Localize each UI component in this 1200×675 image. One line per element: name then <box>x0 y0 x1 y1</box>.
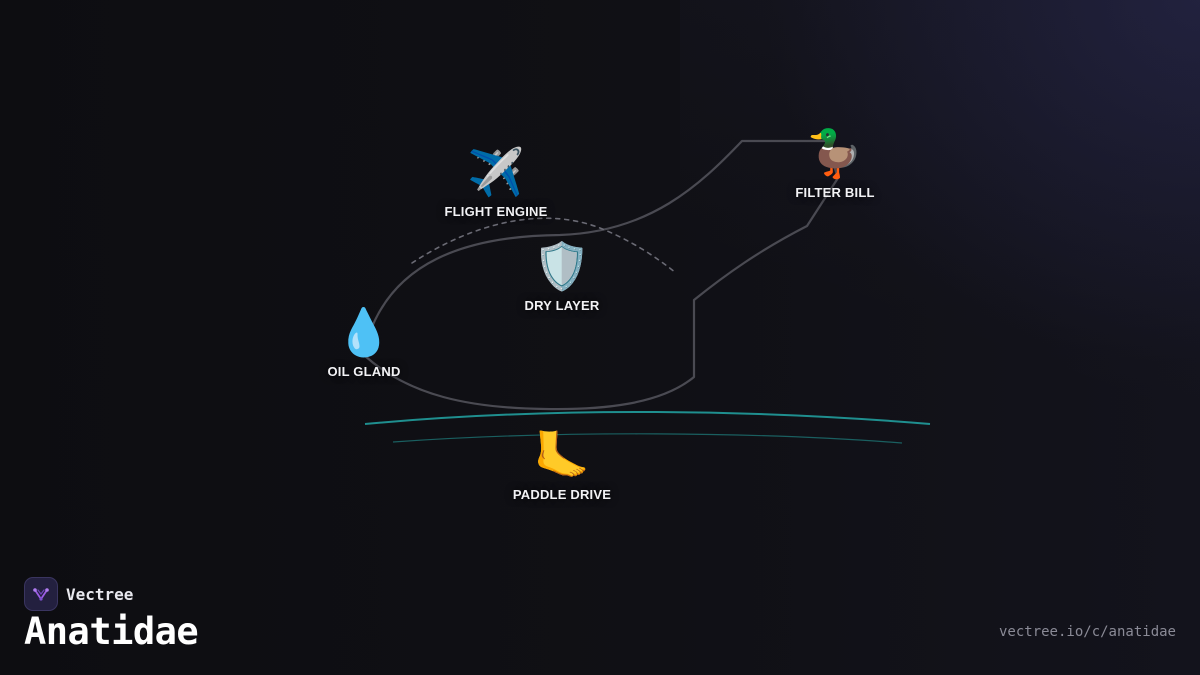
node-flight-engine[interactable]: ✈️ FLIGHT ENGINE <box>445 146 548 219</box>
water-surface-line <box>364 410 931 425</box>
node-label: PADDLE DRIVE <box>512 487 612 502</box>
node-paddle-drive[interactable]: 🦶 PADDLE DRIVE <box>513 429 611 502</box>
shield-icon: 🛡️ <box>533 239 591 293</box>
node-label: FILTER BILL <box>795 185 875 200</box>
node-label: DRY LAYER <box>524 298 600 313</box>
node-dry-layer[interactable]: 🛡️ DRY LAYER <box>524 240 599 313</box>
page-title: Anatidae <box>24 610 199 653</box>
brand[interactable]: Vectree <box>24 577 133 611</box>
node-filter-bill[interactable]: 🦆 FILTER BILL <box>795 127 874 200</box>
foot-icon: 🦶 <box>533 428 591 482</box>
body-outline-connector <box>363 139 840 411</box>
droplet-icon: 💧 <box>335 305 393 359</box>
water-surface-line-faint <box>392 433 903 444</box>
duck-icon: 🦆 <box>806 126 864 180</box>
wing-arc-connector <box>411 217 677 274</box>
vectree-logo-icon <box>24 577 58 611</box>
node-oil-gland[interactable]: 💧 OIL GLAND <box>327 306 400 379</box>
airplane-icon: ✈️ <box>467 145 525 199</box>
brand-name: Vectree <box>66 584 134 604</box>
node-label: FLIGHT ENGINE <box>444 204 548 219</box>
page-url[interactable]: vectree.io/c/anatidae <box>998 624 1176 640</box>
node-label: OIL GLAND <box>327 364 401 379</box>
